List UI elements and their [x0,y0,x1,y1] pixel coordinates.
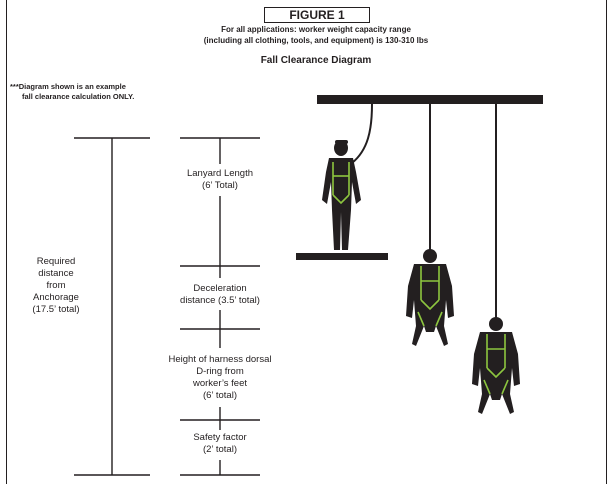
standing-harness-icon [332,162,350,205]
standing-worker-icon [322,140,361,250]
working-platform [296,253,388,260]
falling-harness-2-icon [483,334,509,395]
capacity-line-1: For all applications: worker weight capa… [221,25,411,34]
figure-label: FIGURE 1 [264,7,370,23]
falling-worker-2-icon [472,317,520,414]
example-note-line-1: ***Diagram shown is an example [10,82,126,91]
anchorage-beam [317,95,543,104]
diagram-title: Fall Clearance Diagram [260,55,372,66]
example-note-line-2: fall clearance calculation ONLY. [22,92,135,101]
required-distance-label: Required distance from Anchorage (17.5’ … [20,256,92,316]
deceleration-distance-label: Deceleration distance (3.5’ total) [150,283,290,307]
lanyard-standing [351,103,373,164]
frame-right-border [606,0,607,484]
lanyard-length-label: Lanyard Length (6’ Total) [150,168,290,192]
safety-factor-label: Safety factor (2’ total) [150,432,290,456]
falling-worker-1-icon [406,249,454,346]
capacity-line-2: (including all clothing, tools, and equi… [203,36,429,45]
dring-height-label: Height of harness dorsal D-ring from wor… [140,354,300,402]
falling-harness-1-icon [417,266,443,327]
frame-left-border [6,0,7,484]
